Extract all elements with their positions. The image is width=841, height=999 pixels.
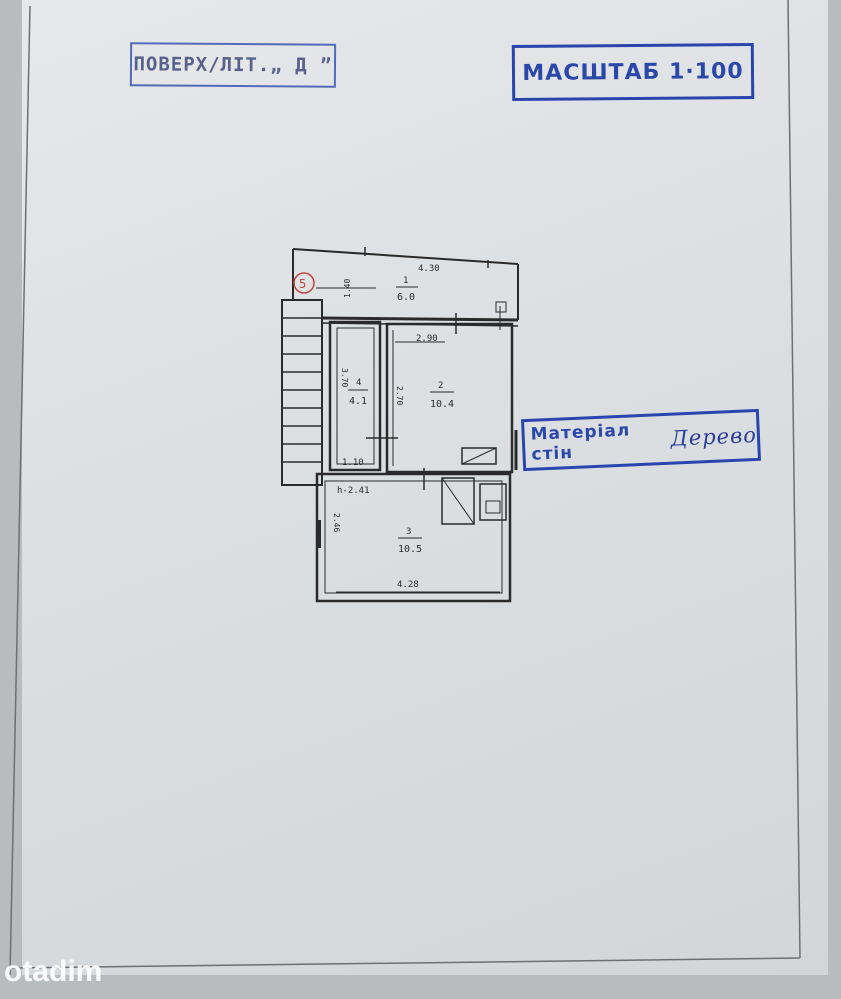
room-4-number: 4 bbox=[356, 378, 361, 388]
room-1-number: 1 bbox=[403, 276, 408, 286]
room-2-number: 2 bbox=[438, 381, 443, 391]
dim-room4-width: 1.10 bbox=[342, 458, 364, 468]
watermark-logo: otadim bbox=[4, 955, 103, 988]
section-marker-circle bbox=[293, 272, 315, 294]
dim-room3-width: 4.28 bbox=[397, 580, 419, 590]
dim-top-width: 4.30 bbox=[418, 264, 440, 274]
dim-ceiling-height: h-2.41 bbox=[337, 486, 370, 496]
room-4-area: 4.1 bbox=[349, 396, 367, 407]
room-3-area: 10.5 bbox=[398, 544, 422, 555]
dim-room1-height: 1.40 bbox=[343, 279, 352, 298]
dim-room2-height: 2.70 bbox=[395, 386, 404, 405]
room-2-area: 10.4 bbox=[430, 399, 454, 410]
room-1-area: 6.0 bbox=[397, 292, 415, 303]
dim-room2-width: 2.90 bbox=[416, 334, 438, 344]
document-sheet bbox=[22, 0, 828, 975]
dim-room3-height: 2.46 bbox=[332, 513, 341, 532]
room-3-number: 3 bbox=[406, 527, 411, 537]
dim-left-height: 3.70 bbox=[340, 368, 349, 387]
section-marker: 5 bbox=[299, 277, 306, 291]
